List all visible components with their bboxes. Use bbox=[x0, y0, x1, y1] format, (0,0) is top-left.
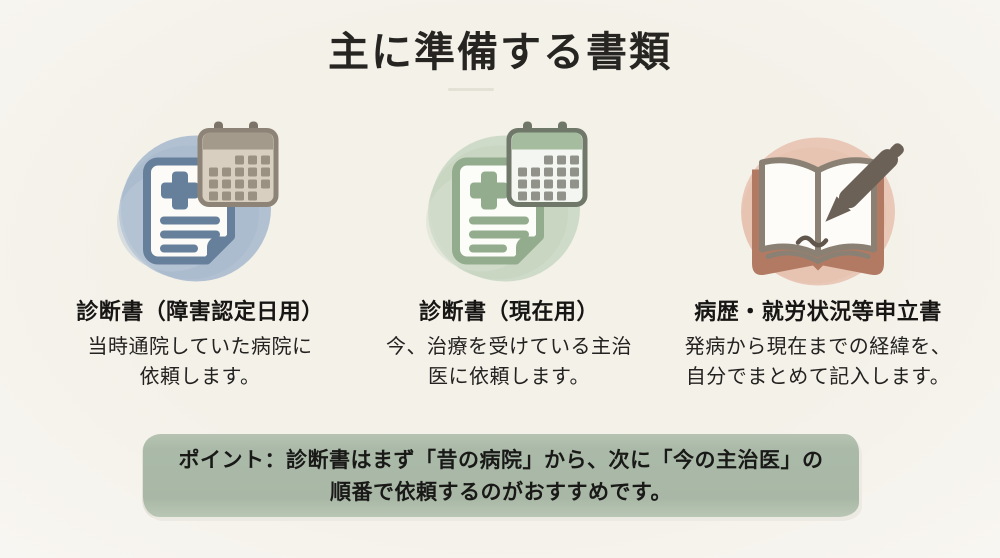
column-statement: 病歴・就労状況等申立書 発病から現在までの経緯を、 自分でまとめて記入します。 bbox=[652, 112, 984, 392]
paper-smudge bbox=[448, 88, 494, 91]
document-calendar-green-icon bbox=[425, 121, 587, 282]
point-box-text: ポイント：診断書はまず「昔の病院」から、次に「今の主治医」の 順番で依頼するのが… bbox=[178, 449, 824, 504]
open-book-pen-icon bbox=[740, 137, 904, 286]
column-certificate-current: 診断書（現在用） 今、治療を受けている主治 医に依頼します。 bbox=[348, 112, 670, 392]
column-description: 今、治療を受けている主治 医に依頼します。 bbox=[386, 336, 632, 388]
column-certificate-disability-date: 診断書（障害認定日用） 当時通院していた病院に 依頼します。 bbox=[40, 112, 360, 392]
document-calendar-blue-icon bbox=[116, 121, 278, 282]
column-description: 発病から現在までの経緯を、 自分でまとめて記入します。 bbox=[684, 336, 952, 388]
column-heading: 病歴・就労状況等申立書 bbox=[694, 299, 942, 324]
icon-wrap bbox=[417, 112, 602, 290]
point-box: ポイント：診断書はまず「昔の病院」から、次に「今の主治医」の 順番で依頼するのが… bbox=[143, 434, 859, 517]
icon-wrap bbox=[108, 112, 293, 290]
column-heading: 診断書（現在用） bbox=[418, 299, 599, 324]
column-heading: 診断書（障害認定日用） bbox=[76, 299, 324, 324]
column-description: 当時通院していた病院に 依頼します。 bbox=[87, 336, 313, 388]
page-title: 主に準備する書類 bbox=[328, 29, 672, 75]
icon-wrap bbox=[726, 112, 911, 290]
